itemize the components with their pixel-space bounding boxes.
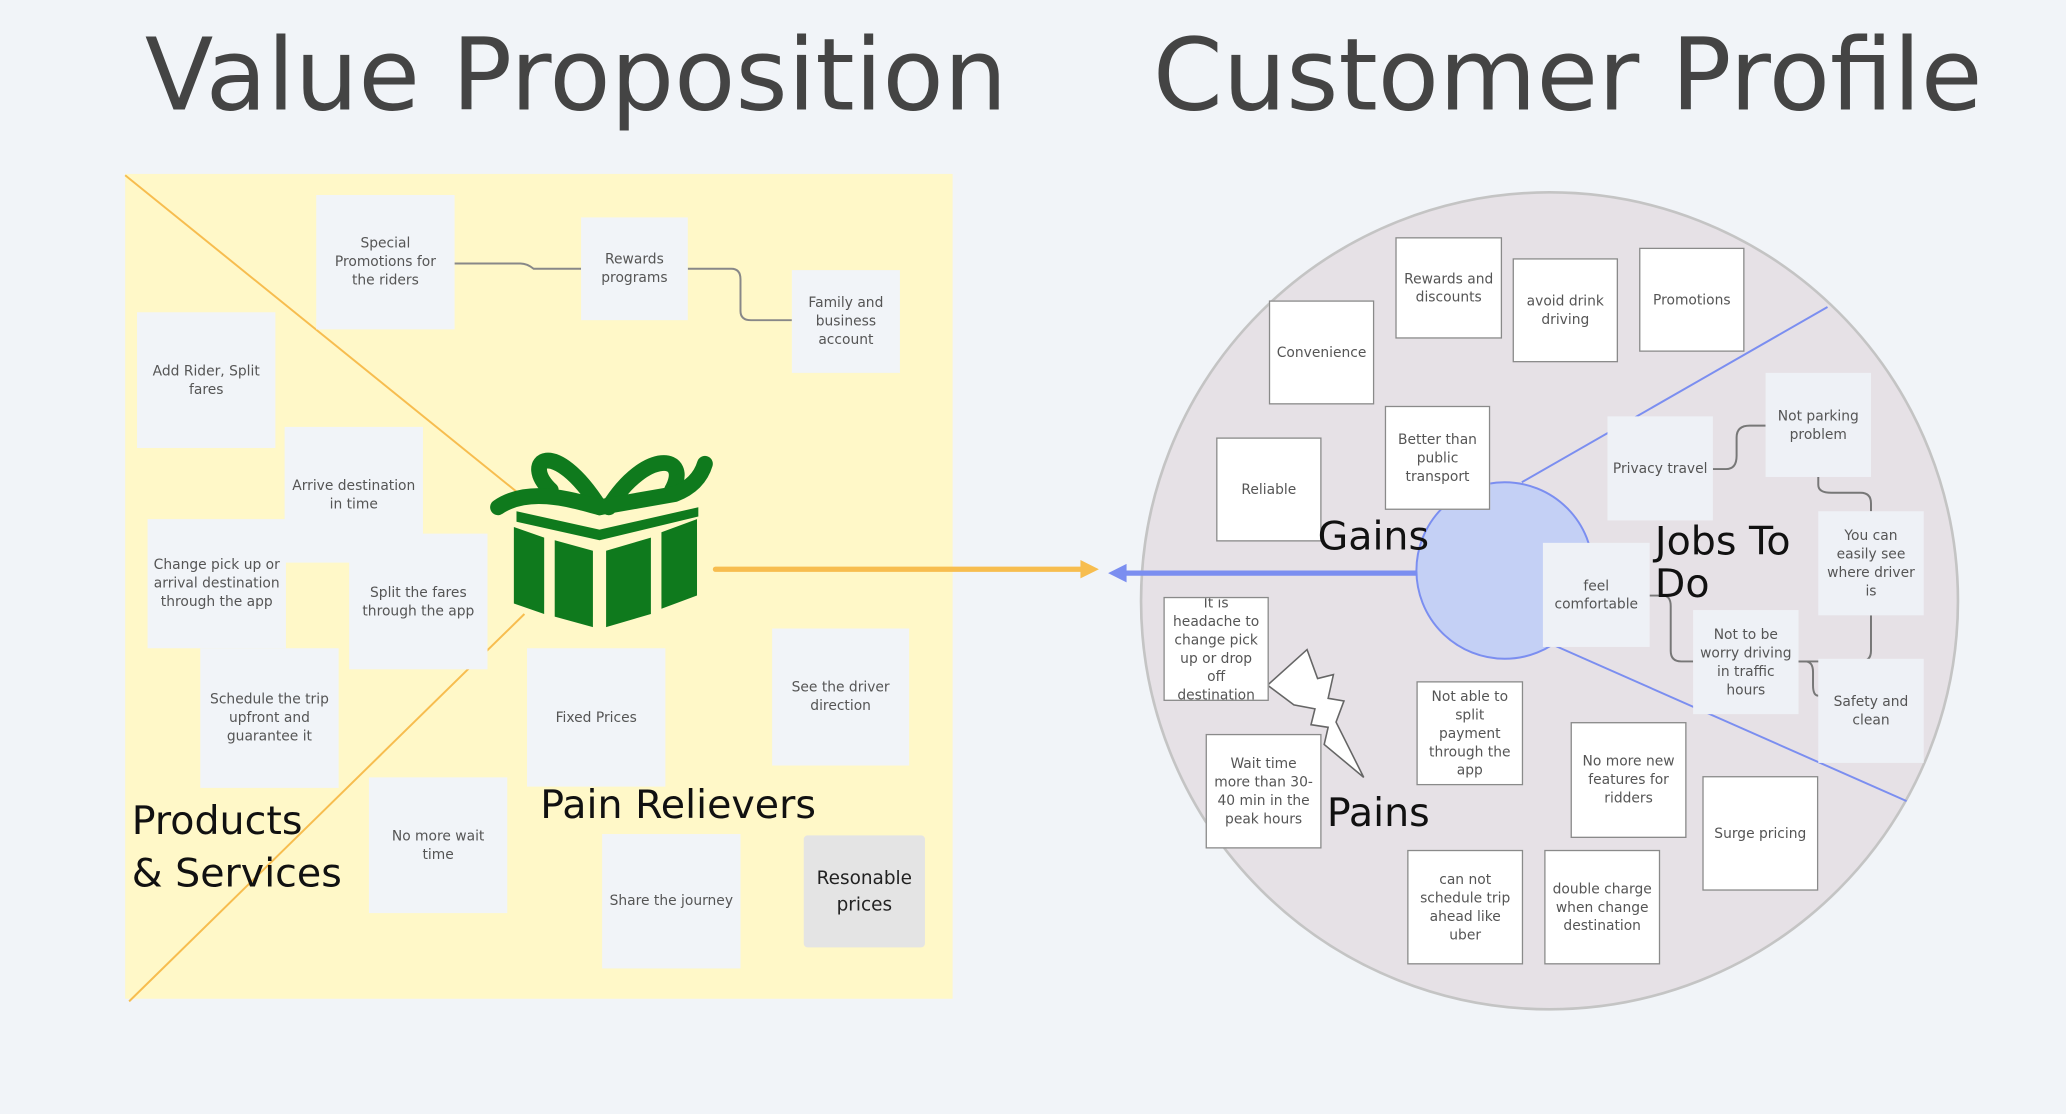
sticky-note[interactable]: Special Promotions for the riders: [316, 195, 455, 330]
gain-note[interactable]: Convenience: [1268, 300, 1375, 405]
job-note[interactable]: Safety and clean: [1818, 658, 1924, 763]
pain-note[interactable]: No more new features for ridders: [1570, 722, 1687, 838]
gain-note[interactable]: Promotions: [1639, 247, 1745, 352]
sticky-note[interactable]: Split the fares through the app: [349, 533, 488, 670]
job-note[interactable]: Privacy travel: [1607, 416, 1713, 521]
divider-lower: [1554, 644, 1907, 803]
sticky-note[interactable]: Rewards programs: [581, 217, 688, 321]
blue-arrowhead: [1108, 563, 1127, 583]
pain-note[interactable]: It is headache to change pick up or drop…: [1163, 596, 1269, 701]
job-note[interactable]: Not to be worry driving in traffic hours: [1693, 610, 1799, 715]
diagonal-bottom: [128, 613, 526, 1003]
pain-note[interactable]: Not able to split payment through the ap…: [1416, 681, 1524, 786]
gain-note[interactable]: Rewards and discounts: [1395, 237, 1503, 339]
connector: [1649, 594, 1694, 663]
gains-label: Gains: [1317, 513, 1430, 560]
products-label: Products: [131, 798, 303, 845]
pain-note[interactable]: can not schedule trip ahead like uber: [1407, 849, 1524, 965]
connector: [1712, 424, 1766, 471]
sticky-note[interactable]: Change pick up or arrival destination th…: [147, 519, 286, 649]
services-label: & Services: [131, 851, 342, 898]
job-note[interactable]: Not parking problem: [1765, 372, 1871, 477]
job-note[interactable]: You can easily see where driver is: [1818, 511, 1924, 616]
gain-note[interactable]: avoid drink driving: [1512, 258, 1619, 363]
orange-arrowhead: [1080, 559, 1099, 579]
sticky-note[interactable]: Schedule the trip upfront and guarantee …: [200, 648, 339, 788]
pain-note[interactable]: Surge pricing: [1702, 776, 1819, 891]
divider-upper: [1521, 306, 1829, 484]
value-proposition-title: Value Proposition: [144, 15, 1008, 134]
sticky-note[interactable]: See the driver direction: [772, 628, 910, 766]
job-note[interactable]: feel comfortable: [1542, 542, 1650, 647]
sticky-note[interactable]: Family and business account: [791, 270, 900, 373]
sticky-note[interactable]: Add Rider, Split fares: [137, 312, 276, 448]
sticky-note[interactable]: Fixed Prices: [527, 648, 666, 787]
pain-note[interactable]: Wait time more than 30-40 min in the pea…: [1205, 733, 1322, 849]
pain-relievers-label: Pain Relievers: [540, 782, 816, 829]
sticky-note[interactable]: No more wait time: [368, 777, 508, 914]
pain-note[interactable]: double charge when change destination: [1544, 849, 1661, 965]
customer-profile-title: Customer Profile: [1152, 15, 1983, 134]
connector: [454, 262, 582, 270]
connector: [1817, 476, 1872, 512]
gain-note[interactable]: Reliable: [1216, 437, 1322, 542]
jobs-label: Jobs To Do: [1654, 519, 1791, 608]
sticky-note[interactable]: Resonable prices: [803, 835, 925, 948]
gain-note[interactable]: Better than public transport: [1384, 405, 1491, 510]
pains-label: Pains: [1326, 790, 1430, 837]
diagonal-top: [124, 174, 526, 499]
connector: [1798, 660, 1819, 697]
connector: [687, 267, 792, 322]
sticky-note[interactable]: Share the journey: [602, 834, 741, 969]
